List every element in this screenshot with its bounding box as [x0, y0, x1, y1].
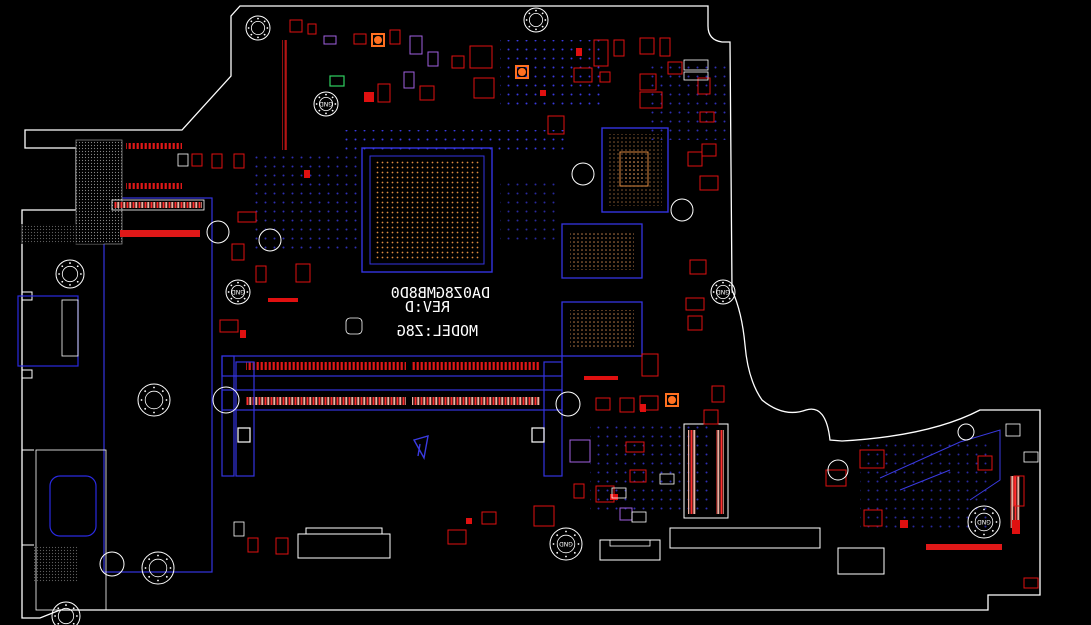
- mount-hole: [141, 551, 175, 585]
- gnd-label: GND: [716, 288, 730, 295]
- silkscreen: DA0Z8GMB8D0 REV:D MODEL:Z8G: [391, 284, 490, 340]
- mount-hole: [137, 383, 171, 417]
- component-pads-filled: [240, 48, 1020, 534]
- via-field-1: [340, 130, 570, 150]
- green-pad: [329, 75, 345, 87]
- mount-hole: [827, 459, 849, 481]
- mount-holes: GND GND GND GND GND: [51, 7, 1001, 625]
- gnd-mount-hole: GND: [710, 279, 736, 305]
- via-field-3: [250, 150, 360, 250]
- gnd-label: GND: [559, 540, 573, 547]
- via-field-7: [500, 180, 560, 240]
- mount-hole: [258, 228, 282, 252]
- via-field-6: [860, 440, 990, 530]
- left-daughter-outline: [103, 197, 213, 573]
- mount-hole: [670, 198, 694, 222]
- board-model: MODEL:Z8G: [397, 322, 478, 340]
- component-pads: [191, 19, 1039, 589]
- mount-hole: [99, 551, 125, 577]
- vertical-connector-pins: [688, 430, 1020, 528]
- dimm-latch-right: [531, 361, 563, 477]
- gnd-label: GND: [231, 288, 245, 295]
- mount-hole: [523, 7, 549, 33]
- mount-hole: [571, 162, 595, 186]
- mount-hole: [245, 15, 271, 41]
- right-wing-traces: [879, 429, 1001, 501]
- mount-hole: [206, 220, 230, 244]
- board-part-number: DA0Z8GMB8D0: [391, 284, 490, 302]
- via-field-4: [650, 60, 730, 140]
- edge-connector-strips: [111, 40, 288, 237]
- vram-chip-2[interactable]: [561, 301, 643, 357]
- fan-header-outline: [20, 224, 104, 244]
- dimm-latch-left: [221, 355, 255, 477]
- white-components: [177, 59, 1039, 547]
- cpu-bga-icon[interactable]: [361, 147, 493, 273]
- board-revision: REV:D: [405, 298, 450, 316]
- gnd-mount-hole: GND: [967, 505, 1001, 539]
- left-lower-connector: [49, 475, 97, 537]
- usb-pins: [61, 299, 79, 357]
- mount-hole: [55, 259, 85, 289]
- gnd-label: GND: [977, 518, 991, 525]
- mount-hole: [51, 601, 81, 625]
- mount-hole: [212, 386, 240, 414]
- gnd-label: GND: [319, 100, 333, 107]
- mount-hole: [957, 423, 975, 441]
- left-lower-block: [34, 546, 78, 582]
- gnd-mount-hole: GND: [313, 91, 339, 117]
- board-outline: [21, 5, 1041, 619]
- vram-chip-1[interactable]: [561, 223, 643, 279]
- gnd-mount-hole: GND: [225, 279, 251, 305]
- arrow-icon: [412, 435, 429, 461]
- gnd-mount-hole: GND: [549, 527, 583, 561]
- mount-hole: [555, 391, 581, 417]
- orange-ic-pads: [371, 33, 679, 407]
- gpu-bga-icon[interactable]: [601, 127, 669, 213]
